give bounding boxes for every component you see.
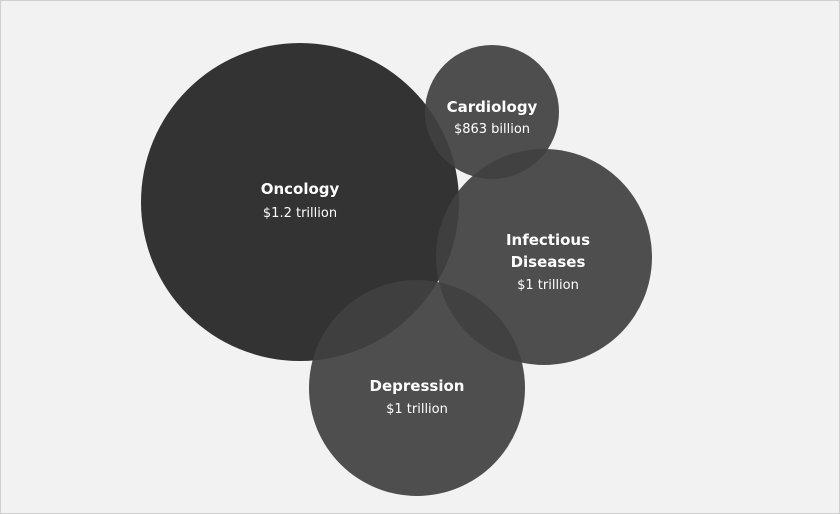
bubble-value-cardiology: $863 billion <box>454 122 530 137</box>
bubble-depression <box>309 280 525 496</box>
bubble-label-cardiology: Cardiology <box>447 98 538 116</box>
bubble-label-depression: Depression <box>370 377 465 395</box>
bubble-value-depression: $1 trillion <box>386 402 448 417</box>
bubble-value-infectious-diseases: $1 trillion <box>517 278 579 293</box>
bubble-group-oncology: Oncology $1.2 trillion <box>141 43 459 361</box>
bubble-cardiology <box>425 45 559 179</box>
bubble-oncology <box>141 43 459 361</box>
bubble-value-oncology: $1.2 trillion <box>263 206 337 221</box>
bubble-label-oncology: Oncology <box>261 180 340 198</box>
bubble-group-depression: Depression $1 trillion <box>309 280 525 496</box>
bubble-label-infectious-line1: Infectious <box>506 231 590 249</box>
bubble-group-cardiology: Cardiology $863 billion <box>425 45 559 179</box>
bubble-label-infectious-line2: Diseases <box>511 253 586 271</box>
